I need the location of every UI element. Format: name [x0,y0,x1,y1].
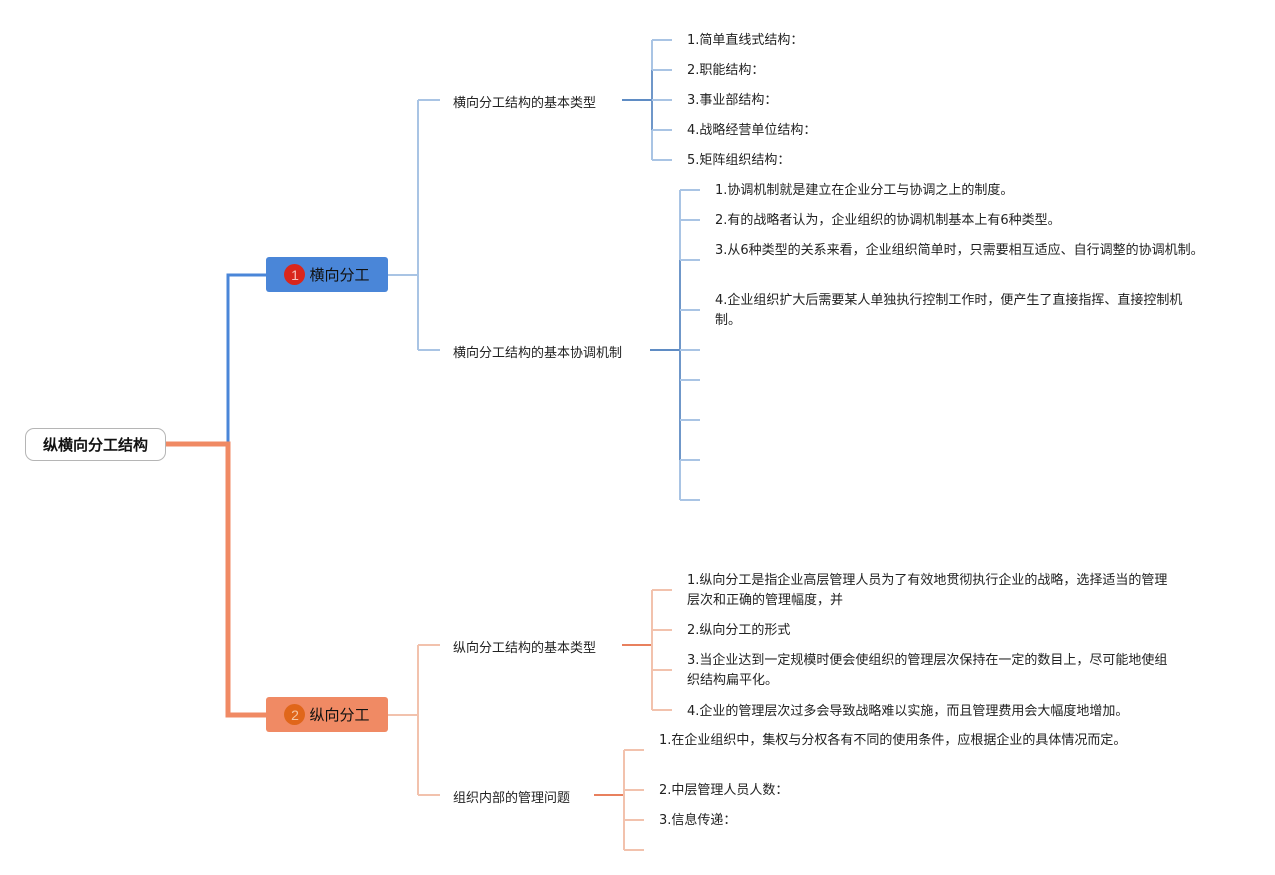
root-topic-label: 纵横向分工结构 [42,436,148,454]
root-topic[interactable]: 纵横向分工结构 [25,428,166,461]
subtopic-v-management[interactable]: 组织内部的管理问题 [453,791,571,806]
branch-label: 纵向分工 [309,706,370,724]
connector-h-branch [388,99,440,351]
branch-label: 横向分工 [309,266,370,284]
connector-root-vertical [166,441,266,718]
leaf-item[interactable]: 4.战略经营单位结构： [687,123,817,138]
leaf-item[interactable]: 2.职能结构： [687,63,765,78]
connector-v-sub1-ticks [652,589,672,711]
leaf-item[interactable]: 3.当企业达到一定规模时便会使组织的管理层次保持在一定的数目上，尽可能地使组织结… [687,653,1168,688]
connector-v-branch [388,644,440,796]
leaf-item[interactable]: 1.协调机制就是建立在企业分工与协调之上的制度。 [715,183,1014,198]
leaf-item[interactable]: 2.有的战略者认为，企业组织的协调机制基本上有6种类型。 [715,213,1061,228]
connector-h-sub2-ticks [680,189,700,501]
leaf-item[interactable]: 4.企业组织扩大后需要某人单独执行控制工作时，便产生了直接指挥、直接控制机制。 [715,293,1183,328]
leaf-item[interactable]: 3.事业部结构： [687,93,778,108]
subtopic-h-basic-types[interactable]: 横向分工结构的基本类型 [453,96,597,111]
leaf-item[interactable]: 1.在企业组织中，集权与分权各有不同的使用条件，应根据企业的具体情况而定。 [659,733,1127,748]
leaf-item[interactable]: 3.信息传递： [659,813,737,828]
leaf-item[interactable]: 5.矩阵组织结构： [687,153,791,168]
leaf-item[interactable]: 3.从6种类型的关系来看，企业组织简单时，只需要相互适应、自行调整的协调机制。 [715,243,1204,258]
branch-vertical-division[interactable]: 2 纵向分工 [266,697,388,732]
leaf-item[interactable]: 2.纵向分工的形式 [687,623,791,638]
connector-v-sub2-ticks [624,749,644,851]
connector-h-sub1-ticks [652,39,672,161]
leaf-item[interactable]: 1.简单直线式结构： [687,33,804,48]
branch-horizontal-division[interactable]: 1 横向分工 [266,257,388,292]
leaf-item[interactable]: 4.企业的管理层次过多会导致战略难以实施，而且管理费用会大幅度地增加。 [687,704,1129,719]
priority-2-icon: 2 [284,704,306,725]
connector-root-horizontal [166,273,266,446]
leaf-item[interactable]: 1.纵向分工是指企业高层管理人员为了有效地贯彻执行企业的战略，选择适当的管理层次… [687,573,1168,608]
subtopic-h-coordination[interactable]: 横向分工结构的基本协调机制 [453,346,623,361]
subtopic-v-basic-types[interactable]: 纵向分工结构的基本类型 [453,641,597,656]
leaf-item[interactable]: 2.中层管理人员人数： [659,783,789,798]
priority-1-icon: 1 [284,264,306,285]
